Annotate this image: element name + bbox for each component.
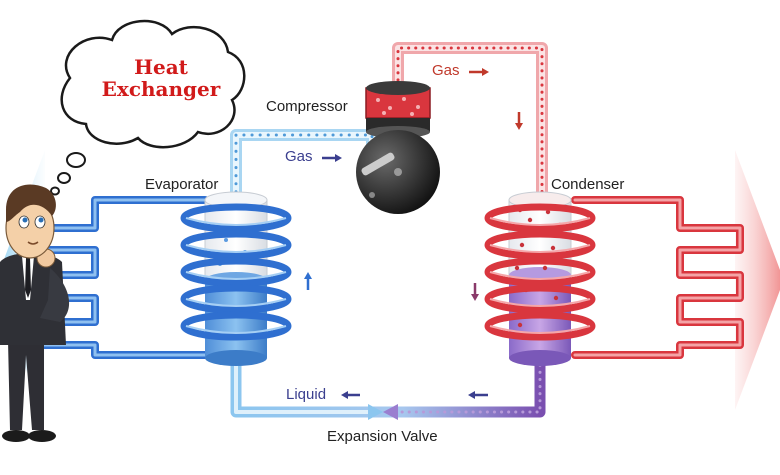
gas-label-left: Gas [285,148,313,165]
arrow-right-icon [322,154,342,162]
thought-line-1: Heat [134,55,188,79]
evaporator-label: Evaporator [145,176,219,193]
thought-bubble [50,19,246,196]
condenser-coil [571,196,744,359]
heat-release-arrow [735,150,780,410]
liquid-pipe [230,350,546,418]
arrow-down-icon [471,283,479,301]
arrow-left-icon [341,391,360,399]
thought-bubble-text: Heat Exchanger [86,56,236,100]
condenser-spiral [484,203,596,341]
thinking-man-icon [0,184,70,442]
hot-gas-pipe [392,42,548,206]
evaporator-spiral-highlight [185,217,287,334]
arrow-down-icon [515,112,523,130]
thought-line-2: Exchanger [101,77,221,101]
condenser-spiral-highlight [489,217,591,334]
liquid-label: Liquid [286,386,327,403]
arrow-up-icon [304,272,312,290]
compressor [356,81,440,214]
gas-label-top: Gas [432,62,460,79]
compressor-label: Compressor [266,98,348,115]
evaporator-spiral [180,203,292,341]
expansion-valve-label: Expansion Valve [327,428,438,445]
arrow-right-icon [469,68,489,76]
arrow-left-icon [468,391,488,399]
cold-gas-pipe [230,129,378,202]
condenser-label: Condenser [551,176,625,193]
expansion-valve [368,404,398,420]
